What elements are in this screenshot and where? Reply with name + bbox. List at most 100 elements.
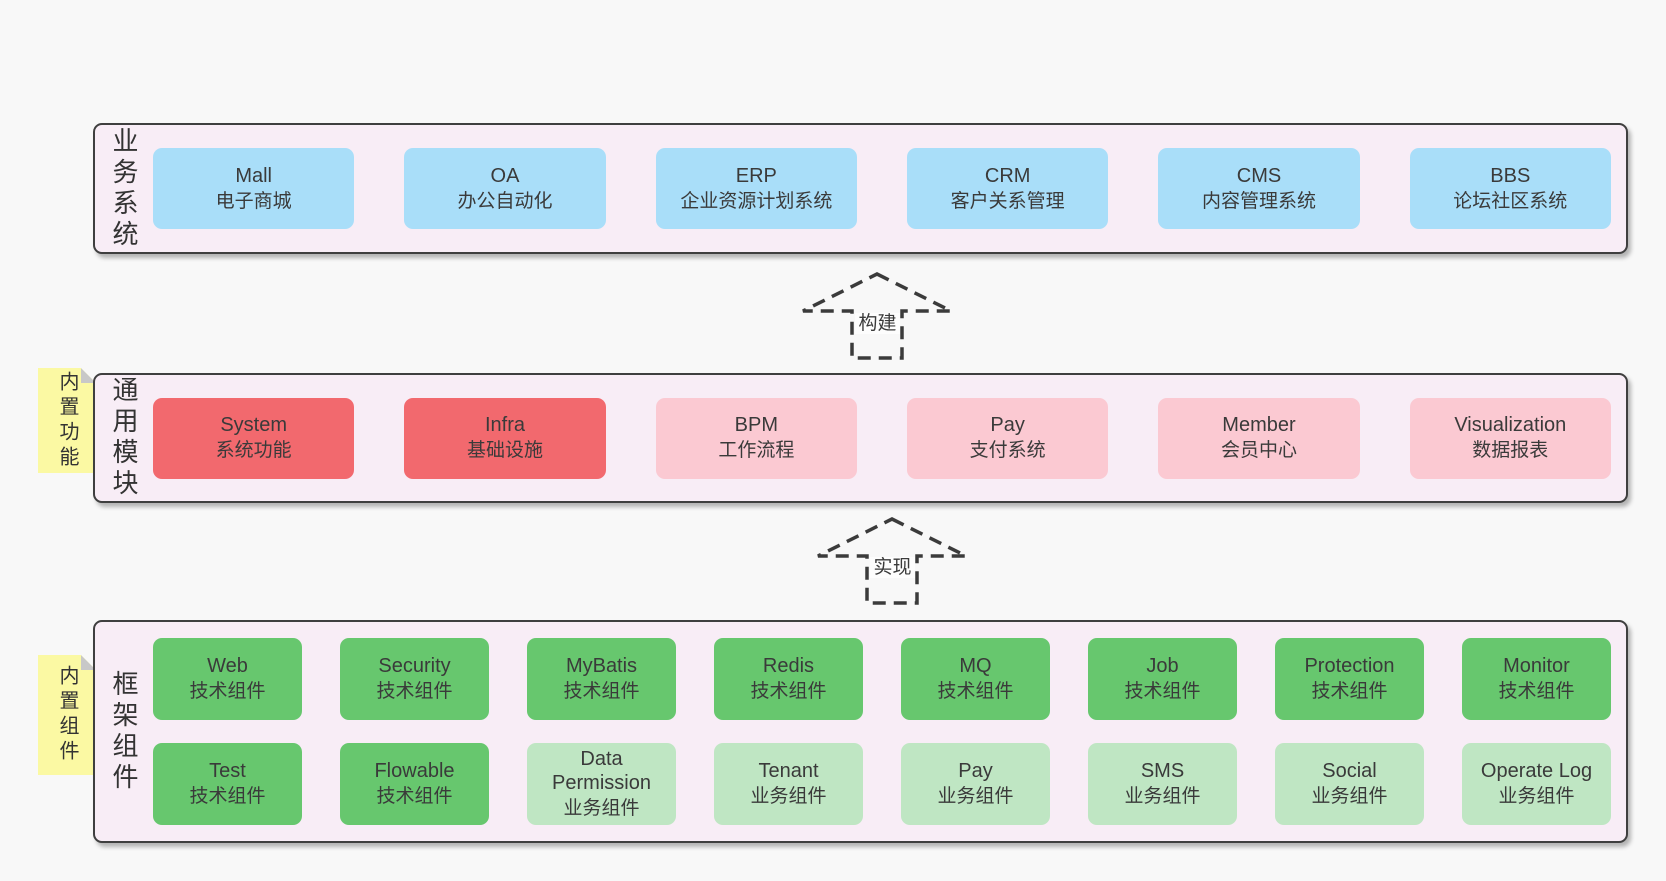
box-system-desc: 系统功能	[215, 440, 292, 462]
box-visualization: Visualization 数据报表	[1409, 397, 1611, 479]
builtin-features-sticky-label: 内置功能	[56, 370, 78, 471]
box-system: System 系统功能	[153, 397, 355, 479]
box-test: Test 技术组件	[153, 743, 302, 825]
box-erp-name: ERP	[735, 164, 777, 187]
box-bbs-name: BBS	[1490, 164, 1531, 187]
box-sms-name: SMS	[1140, 760, 1185, 783]
box-mq: MQ 技术组件	[901, 638, 1050, 720]
box-protection: Protection 技术组件	[1275, 638, 1424, 720]
box-infra-name: Infra	[484, 414, 525, 437]
box-pay-component-name: Pay	[958, 760, 993, 783]
box-member-desc: 会员中心	[1220, 440, 1297, 462]
common-modules-row: System 系统功能 Infra 基础设施 BPM 工作流程 Pay 支付系统…	[153, 397, 1611, 479]
box-mall: Mall 电子商城	[153, 148, 355, 229]
box-mall-desc: 电子商城	[215, 190, 292, 212]
box-bpm: BPM 工作流程	[655, 397, 857, 479]
box-job-name: Job	[1146, 655, 1179, 678]
builtin-features-sticky: 内置功能	[38, 368, 96, 473]
box-crm-name: CRM	[984, 164, 1031, 187]
box-cms-desc: 内容管理系统	[1201, 190, 1316, 212]
box-mybatis: MyBatis 技术组件	[527, 638, 676, 720]
box-social: Social 业务组件	[1275, 743, 1424, 825]
box-oa-name: OA	[490, 164, 520, 187]
box-social-name: Social	[1322, 760, 1377, 783]
box-oa-desc: 办公自动化	[457, 190, 553, 212]
box-pay-module-desc: 支付系统	[969, 440, 1046, 462]
box-mq-name: MQ	[959, 655, 992, 678]
box-data-permission: Data Permission 业务组件	[527, 743, 676, 825]
builtin-components-sticky: 内置组件	[38, 655, 96, 775]
box-bpm-desc: 工作流程	[718, 440, 795, 462]
business-systems-row: Mall 电子商城 OA 办公自动化 ERP 企业资源计划系统 CRM 客户关系…	[153, 148, 1611, 229]
build-up-arrow-icon	[800, 271, 955, 361]
implement-arrow-label: 实现	[815, 557, 970, 579]
box-bbs: BBS 论坛社区系统	[1409, 148, 1611, 229]
common-modules-panel: 通用模块 System 系统功能 Infra 基础设施 BPM 工作流程 Pay…	[93, 373, 1628, 503]
build-arrow-label: 构建	[800, 313, 955, 335]
box-monitor: Monitor 技术组件	[1462, 638, 1611, 720]
box-oa: OA 办公自动化	[404, 148, 606, 229]
box-tenant: Tenant 业务组件	[714, 743, 863, 825]
box-social-desc: 业务组件	[1311, 786, 1388, 808]
box-member-name: Member	[1222, 414, 1296, 437]
box-job: Job 技术组件	[1088, 638, 1237, 720]
box-redis-desc: 技术组件	[750, 681, 827, 703]
box-crm: CRM 客户关系管理	[906, 148, 1109, 229]
box-sms-desc: 业务组件	[1124, 786, 1201, 808]
box-system-name: System	[220, 414, 287, 437]
box-protection-name: Protection	[1304, 655, 1395, 678]
box-test-desc: 技术组件	[189, 786, 266, 808]
box-redis: Redis 技术组件	[714, 638, 863, 720]
framework-components-panel: 框架组件 Web 技术组件 Security 技术组件 MyBatis 技术组件…	[93, 620, 1628, 843]
box-bbs-desc: 论坛社区系统	[1453, 190, 1568, 212]
implement-up-arrow-icon	[815, 516, 970, 606]
box-cms-name: CMS	[1236, 164, 1282, 187]
box-erp-desc: 企业资源计划系统	[680, 190, 833, 212]
box-tenant-name: Tenant	[758, 760, 819, 783]
box-operate-log-name: Operate Log	[1480, 760, 1593, 783]
business-systems-label-col: 业务系统	[95, 125, 153, 252]
box-infra: Infra 基础设施	[404, 397, 606, 479]
box-monitor-name: Monitor	[1503, 655, 1570, 678]
box-operate-log-desc: 业务组件	[1498, 786, 1575, 808]
box-bpm-name: BPM	[734, 414, 778, 437]
box-web-desc: 技术组件	[189, 681, 266, 703]
box-flowable: Flowable 技术组件	[340, 743, 489, 825]
common-modules-label: 通用模块	[109, 376, 139, 500]
box-pay-component: Pay 业务组件	[901, 743, 1050, 825]
box-web: Web 技术组件	[153, 638, 302, 720]
box-protection-desc: 技术组件	[1311, 681, 1388, 703]
box-job-desc: 技术组件	[1124, 681, 1201, 703]
box-mybatis-name: MyBatis	[565, 655, 638, 678]
box-flowable-desc: 技术组件	[376, 786, 453, 808]
business-systems-label: 业务系统	[109, 126, 139, 251]
box-sms: SMS 业务组件	[1088, 743, 1237, 825]
box-operate-log: Operate Log 业务组件	[1462, 743, 1611, 825]
box-test-name: Test	[209, 760, 246, 783]
box-member: Member 会员中心	[1158, 397, 1360, 479]
box-monitor-desc: 技术组件	[1498, 681, 1575, 703]
framework-components-row-1: Web 技术组件 Security 技术组件 MyBatis 技术组件 Redi…	[153, 638, 1611, 720]
box-pay-component-desc: 业务组件	[937, 786, 1014, 808]
box-tenant-desc: 业务组件	[750, 786, 827, 808]
framework-components-row-2: Test 技术组件 Flowable 技术组件 Data Permission …	[153, 743, 1611, 825]
box-infra-desc: 基础设施	[466, 440, 543, 462]
framework-components-grid: Web 技术组件 Security 技术组件 MyBatis 技术组件 Redi…	[153, 638, 1611, 825]
box-visualization-name: Visualization	[1454, 414, 1567, 437]
box-crm-desc: 客户关系管理	[950, 190, 1065, 212]
box-data-permission-name: Data Permission	[552, 748, 651, 795]
box-redis-name: Redis	[762, 655, 815, 678]
box-visualization-desc: 数据报表	[1472, 440, 1549, 462]
box-pay-module: Pay 支付系统	[906, 397, 1109, 479]
box-pay-module-name: Pay	[990, 414, 1025, 437]
box-security-name: Security	[378, 655, 451, 678]
box-flowable-name: Flowable	[374, 760, 455, 783]
box-security-desc: 技术组件	[376, 681, 453, 703]
common-modules-label-col: 通用模块	[95, 375, 153, 501]
business-systems-panel: 业务系统 Mall 电子商城 OA 办公自动化 ERP 企业资源计划系统 CRM…	[93, 123, 1628, 254]
box-cms: CMS 内容管理系统	[1158, 148, 1360, 229]
framework-components-label: 框架组件	[109, 669, 139, 794]
box-security: Security 技术组件	[340, 638, 489, 720]
box-erp: ERP 企业资源计划系统	[655, 148, 857, 229]
